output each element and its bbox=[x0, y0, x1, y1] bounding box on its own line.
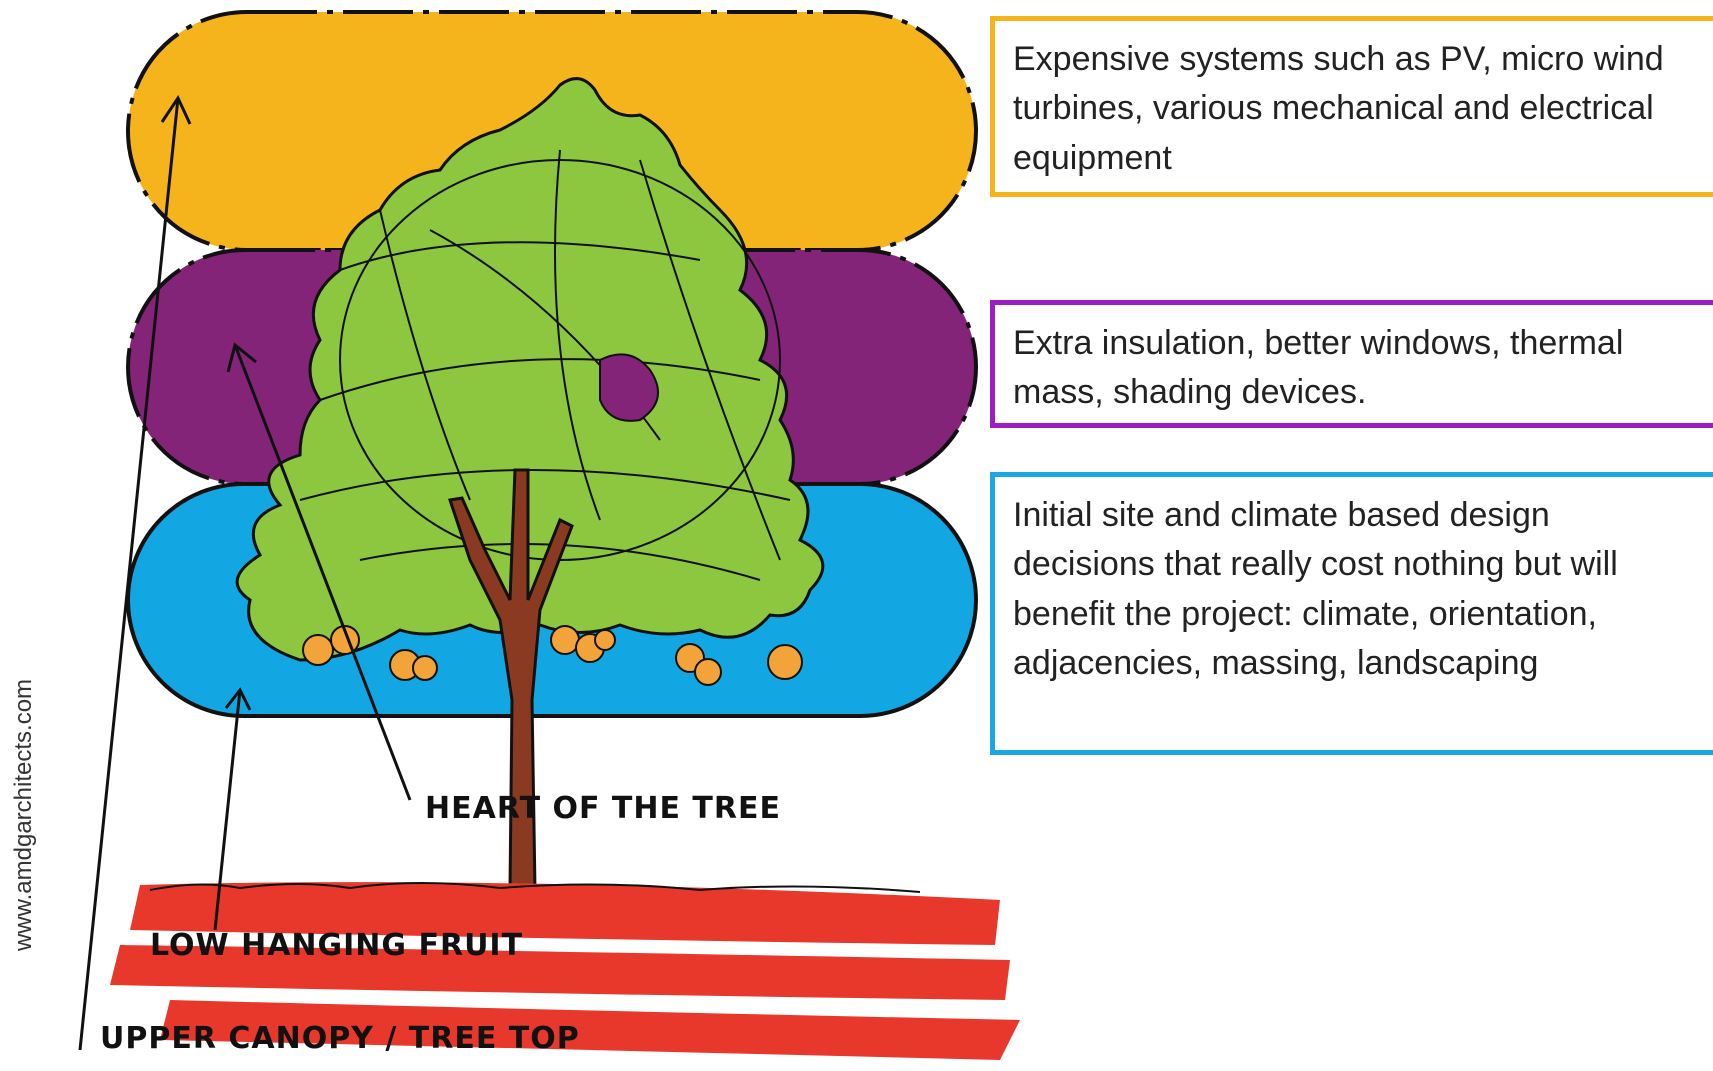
website-credit: www.amdgarchitects.com bbox=[10, 678, 37, 952]
arrows bbox=[78, 94, 412, 1051]
low-fruit-label: LOW HANGING FRUIT bbox=[150, 928, 523, 963]
heart-label: HEART OF THE TREE bbox=[425, 791, 781, 826]
callout-middle-envelope: Extra insulation, better windows, therma… bbox=[990, 300, 1713, 428]
upper-canopy-label: UPPER CANOPY / TREE TOP bbox=[100, 1021, 580, 1056]
ground bbox=[110, 882, 1020, 1060]
canopy-sketch-lines bbox=[299, 149, 791, 581]
tree-trunk bbox=[448, 468, 574, 892]
callout-top-systems: Expensive systems such as PV, micro wind… bbox=[990, 16, 1713, 197]
callout-bottom-site-design: Initial site and climate based design de… bbox=[990, 472, 1713, 755]
canopy-hole bbox=[599, 353, 659, 422]
tree-diagram-illustration: HEART OF THE TREE LOW HANGING FRUIT UPPE… bbox=[78, 10, 1020, 1060]
